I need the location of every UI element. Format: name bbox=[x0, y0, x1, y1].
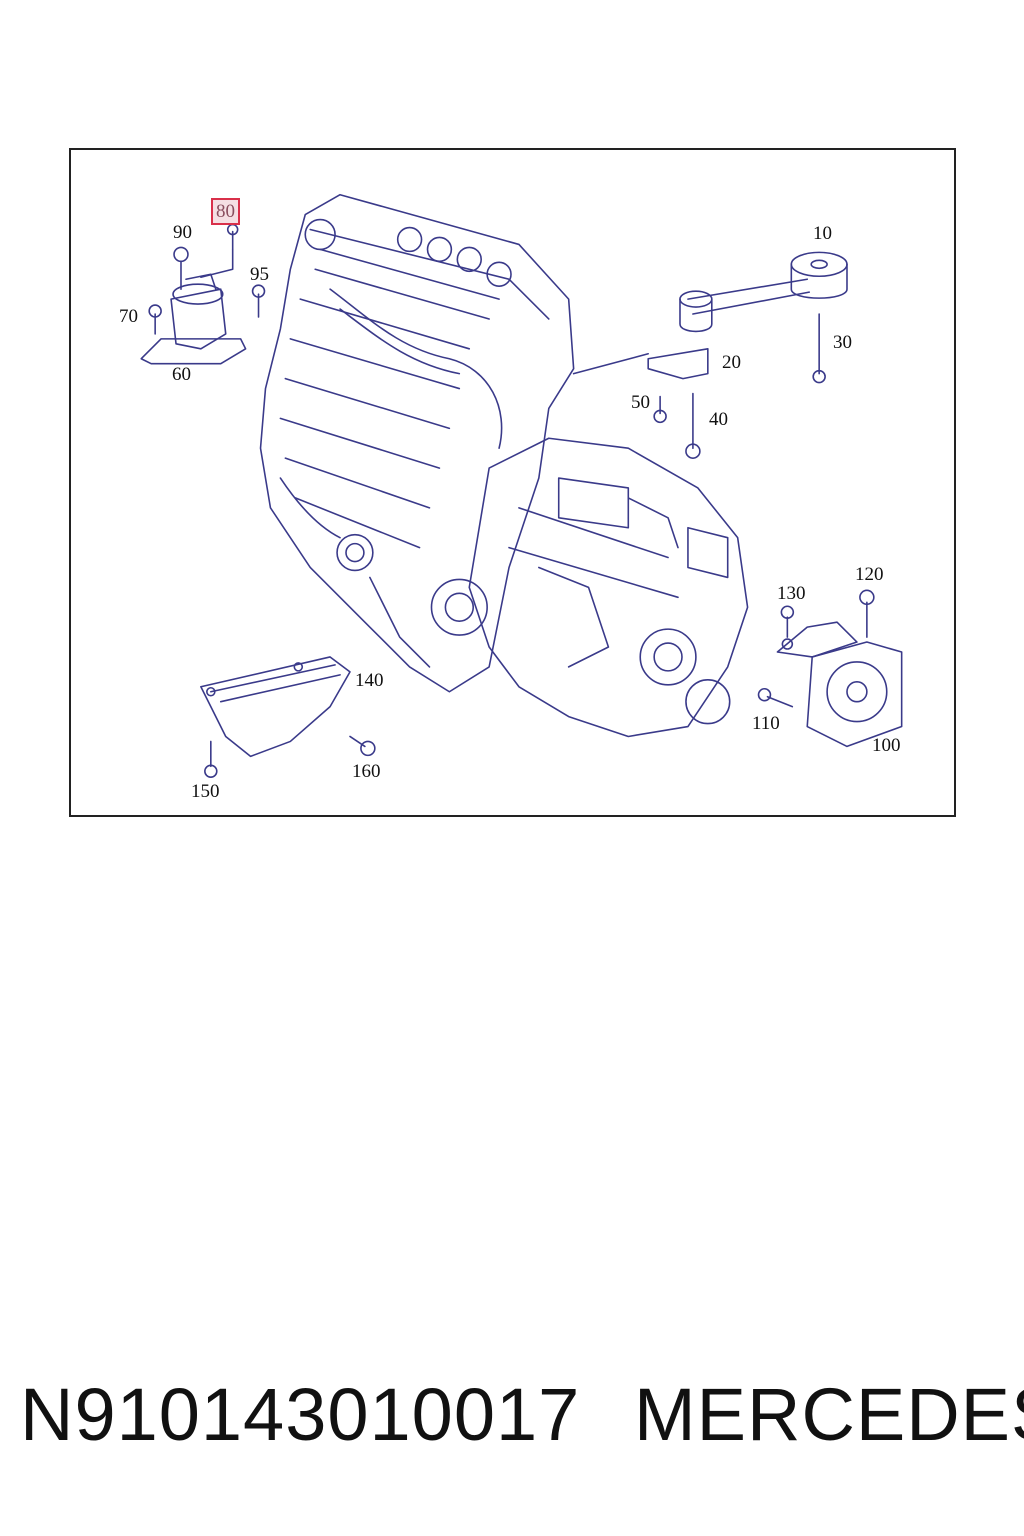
torque-rod bbox=[572, 251, 848, 459]
callout-90[interactable]: 90 bbox=[173, 222, 192, 243]
callout-10[interactable]: 10 bbox=[813, 223, 832, 244]
right-engine-mount bbox=[757, 589, 903, 748]
callout-100[interactable]: 100 bbox=[872, 735, 901, 756]
oil-pan-cover bbox=[200, 656, 376, 779]
part-info-footer: N910143010017 MERCEDES bbox=[0, 1372, 1024, 1472]
callout-60[interactable]: 60 bbox=[172, 364, 191, 385]
callout-70[interactable]: 70 bbox=[119, 306, 138, 327]
left-engine-mount bbox=[140, 223, 266, 365]
callout-40[interactable]: 40 bbox=[709, 409, 728, 430]
engine-mount-exploded-view bbox=[140, 193, 903, 779]
part-number: N910143010017 bbox=[20, 1373, 581, 1456]
callout-140[interactable]: 140 bbox=[355, 670, 384, 691]
callout-130[interactable]: 130 bbox=[777, 583, 806, 604]
brand-name: MERCEDES bbox=[634, 1373, 1024, 1456]
callout-160[interactable]: 160 bbox=[352, 761, 381, 782]
engine-block bbox=[259, 193, 575, 693]
callout-95[interactable]: 95 bbox=[250, 264, 269, 285]
callout-50[interactable]: 50 bbox=[631, 392, 650, 413]
transmission bbox=[430, 437, 749, 738]
callout-80[interactable]: 80 bbox=[211, 198, 240, 225]
callout-110[interactable]: 110 bbox=[752, 713, 780, 734]
parts-diagram-frame: 10 20 30 40 50 60 70 80 90 95 100 110 12… bbox=[69, 148, 956, 817]
callout-120[interactable]: 120 bbox=[855, 564, 884, 585]
callout-150[interactable]: 150 bbox=[191, 781, 220, 802]
callout-20[interactable]: 20 bbox=[722, 352, 741, 373]
callout-30[interactable]: 30 bbox=[833, 332, 852, 353]
